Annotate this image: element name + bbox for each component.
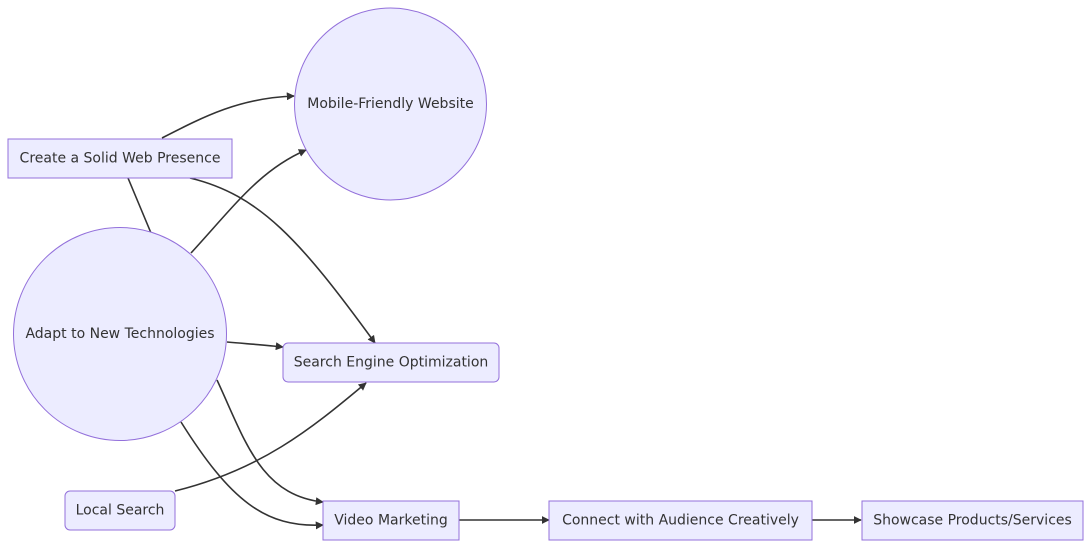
node-search-engine-optimization[interactable]: Search Engine Optimization — [282, 342, 500, 383]
edge-web-to-adapt — [127, 177, 152, 234]
edge-adapt-to-video-lower — [180, 421, 324, 530]
node-label: Showcase Products/Services — [873, 513, 1072, 529]
node-create-web-presence[interactable]: Create a Solid Web Presence — [7, 138, 233, 179]
node-label: Video Marketing — [334, 513, 447, 529]
edge-web-to-seo — [189, 177, 376, 344]
node-mobile-friendly-website[interactable]: Mobile-Friendly Website — [294, 7, 487, 201]
node-label: Search Engine Optimization — [294, 355, 489, 371]
node-label: Create a Solid Web Presence — [20, 151, 221, 167]
edge-adapt-to-mobile — [190, 149, 307, 254]
edge-local-to-seo — [174, 382, 367, 492]
edges-layer — [127, 92, 862, 530]
edge-adapt-to-seo — [226, 341, 284, 351]
node-local-search[interactable]: Local Search — [64, 490, 176, 531]
node-connect-with-audience[interactable]: Connect with Audience Creatively — [548, 500, 813, 541]
node-label: Mobile-Friendly Website — [307, 96, 473, 112]
node-showcase-products-services[interactable]: Showcase Products/Services — [861, 500, 1084, 541]
node-video-marketing[interactable]: Video Marketing — [322, 500, 460, 541]
edge-web-to-mobile — [161, 92, 295, 139]
node-adapt-to-new-technologies[interactable]: Adapt to New Technologies — [13, 227, 227, 441]
edge-adapt-to-video-upper — [216, 379, 324, 506]
node-label: Local Search — [76, 503, 165, 519]
node-label: Connect with Audience Creatively — [562, 513, 799, 529]
node-label: Adapt to New Technologies — [25, 326, 214, 342]
